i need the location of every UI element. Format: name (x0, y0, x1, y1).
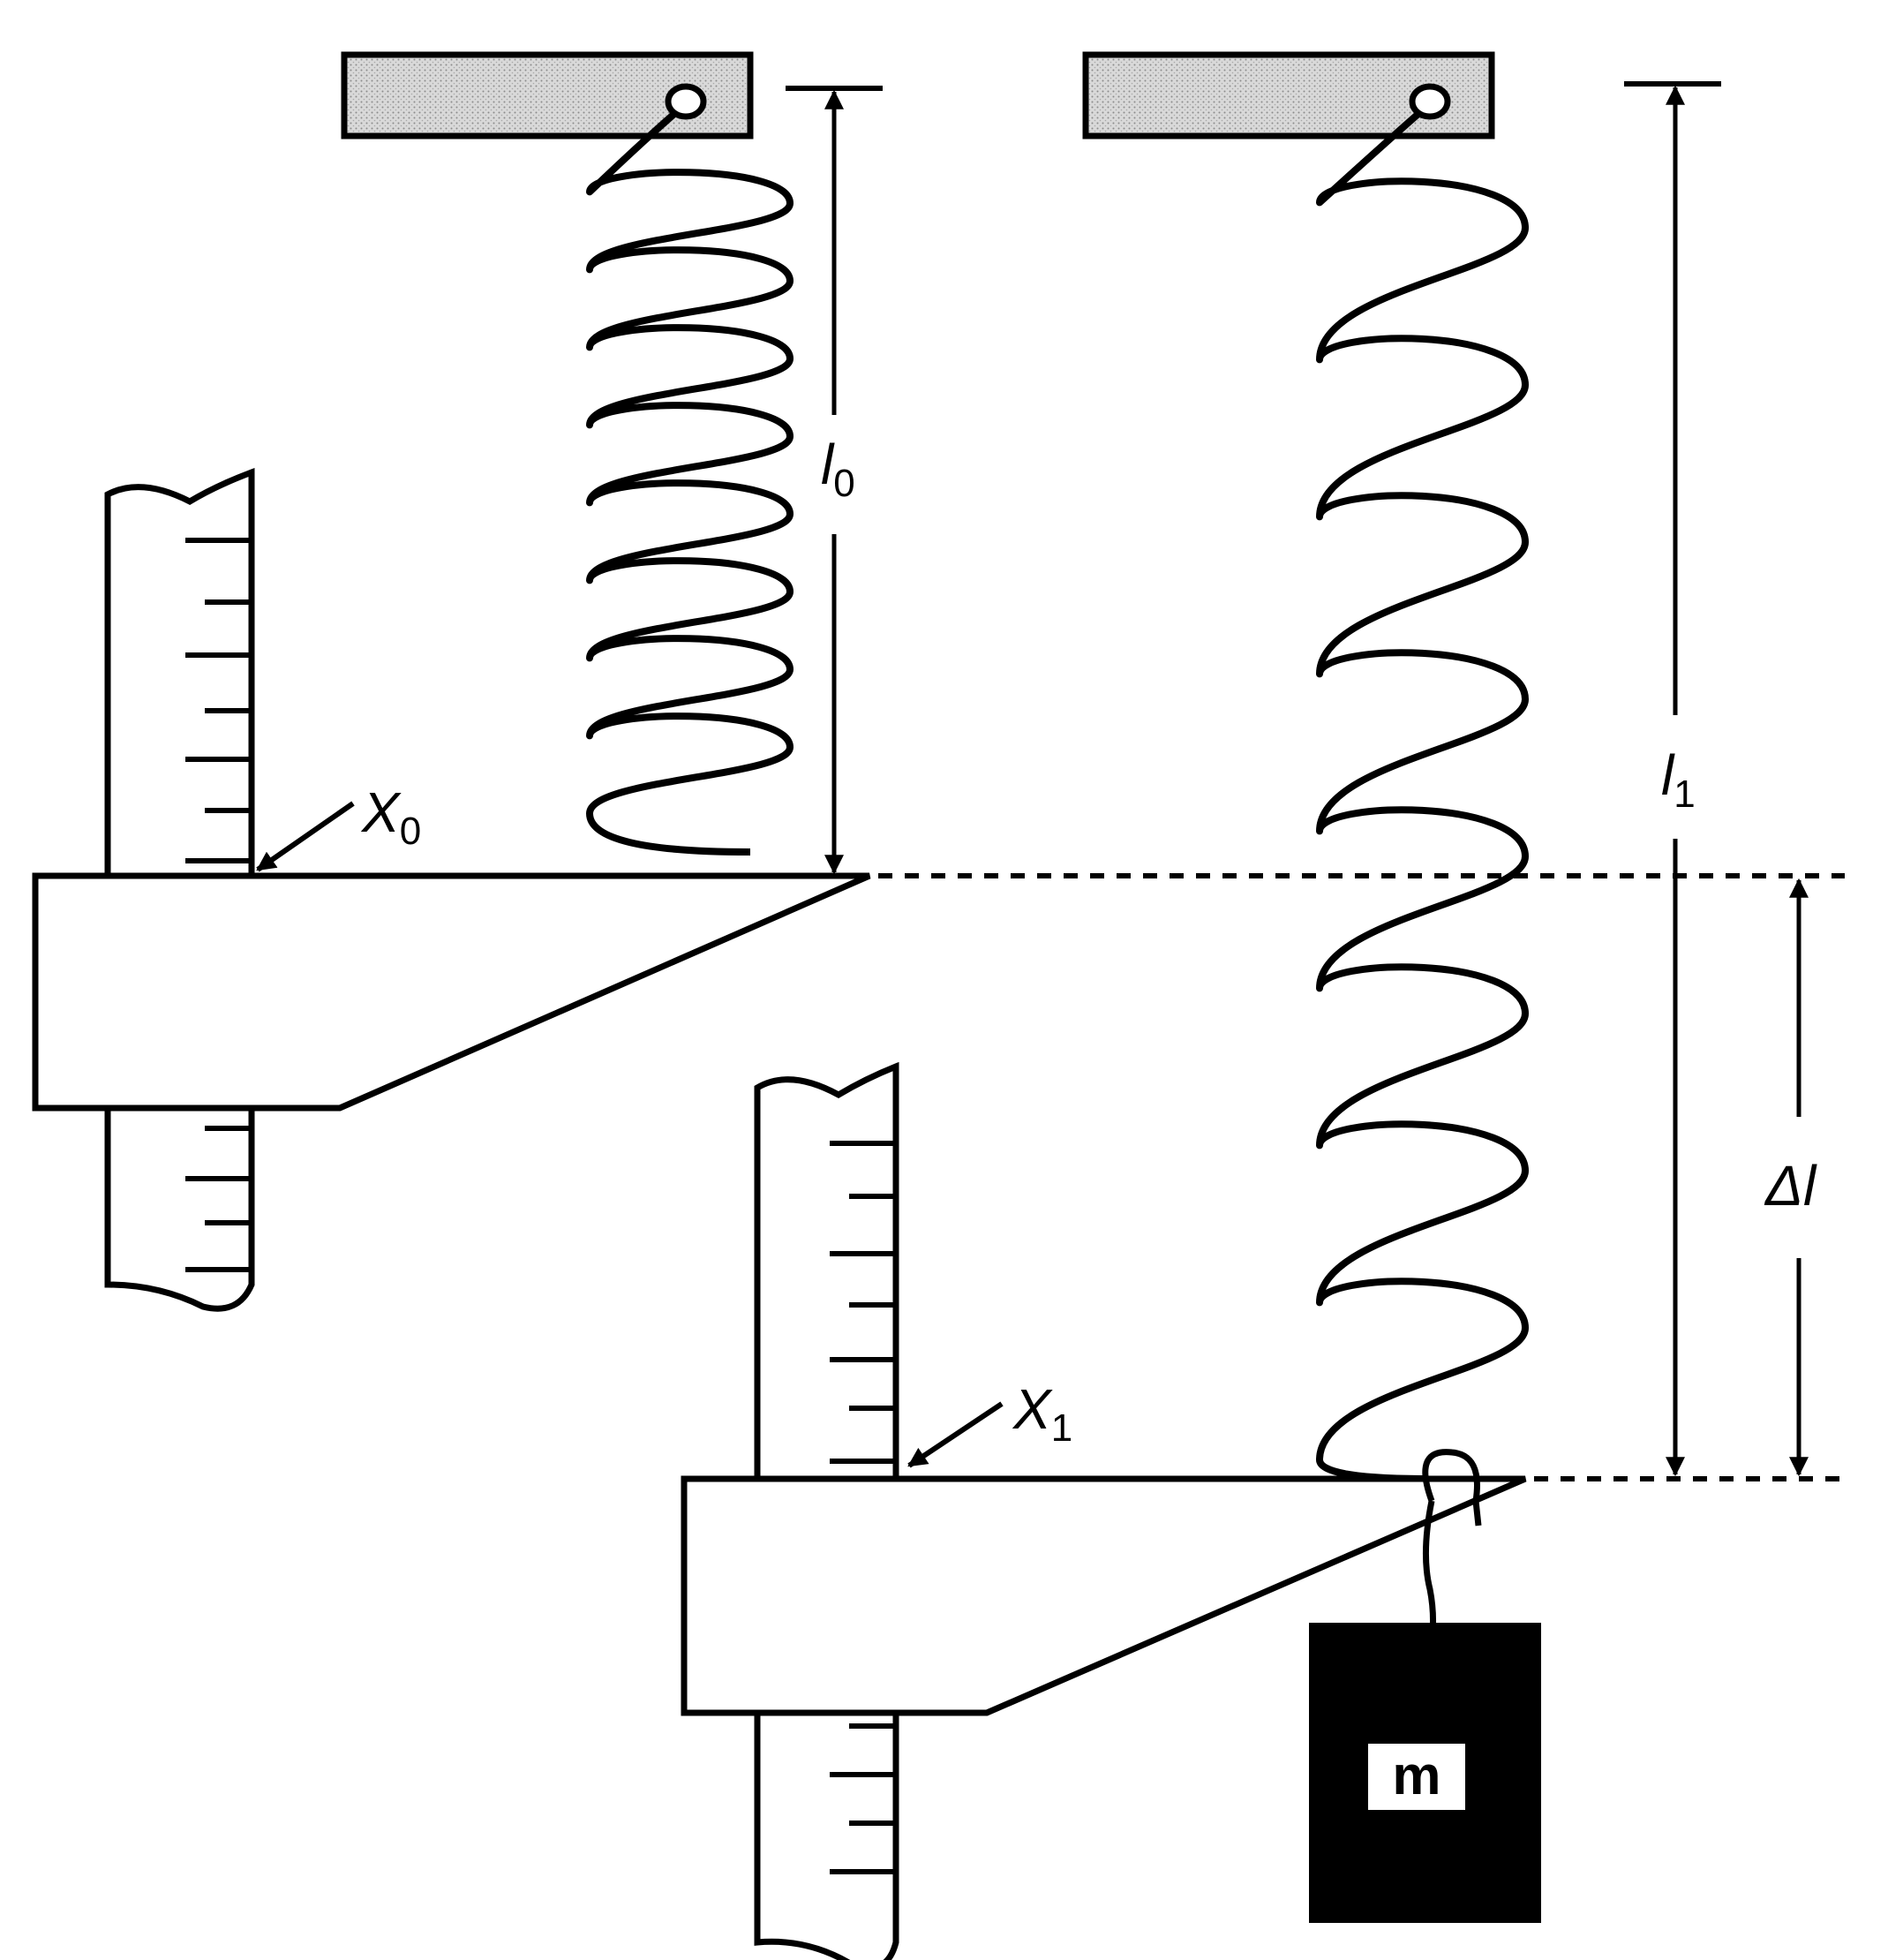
left-ruler-ticks (185, 538, 249, 1272)
spring-right-path (1316, 109, 1529, 1482)
mass-label-box (1368, 1744, 1465, 1810)
l1-label: l1 (1661, 743, 1696, 816)
spring-left-path (586, 109, 794, 856)
right-spring-coil (1316, 109, 1529, 1482)
delta-l-label: Δl (1764, 1154, 1817, 1217)
left-spring-hook (665, 83, 707, 120)
x1-arrow (907, 1401, 1004, 1468)
x0-arrow (256, 801, 355, 872)
l0-label: l0 (821, 433, 855, 505)
left-spring-coil (586, 109, 794, 856)
mass-hook (1422, 1449, 1482, 1527)
right-pointer (681, 1475, 1527, 1716)
mass-label: m (1392, 1745, 1440, 1806)
x0-label: X0 (360, 780, 421, 853)
right-spring-hook (1409, 83, 1451, 120)
right-ruler-ticks (830, 1141, 893, 1874)
x1-label: X1 (1012, 1377, 1072, 1450)
left-pointer (32, 872, 871, 1112)
